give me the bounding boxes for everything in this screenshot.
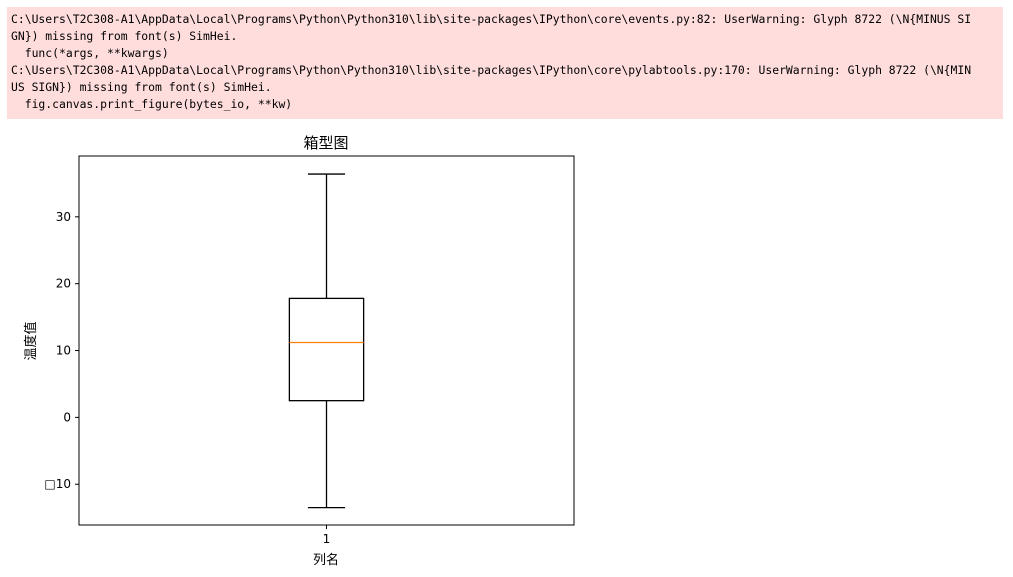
stderr-line: C:\Users\T2C308-A1\AppData\Local\Program… <box>11 12 972 26</box>
y-axis-label: 温度值 <box>23 321 39 360</box>
stderr-output: C:\Users\T2C308-A1\AppData\Local\Program… <box>7 7 1003 119</box>
x-axis-label: 列名 <box>313 552 339 568</box>
x-axis: 1 <box>323 525 331 546</box>
box-plot-chart: 箱型图 □10 0 10 20 30 1 温度值 列名 <box>23 134 575 568</box>
y-tick-label: 30 <box>56 210 71 224</box>
stderr-line: US SIGN}) missing from font(s) SimHei. <box>11 80 272 94</box>
x-tick-label: 1 <box>323 532 331 546</box>
y-tick-label: 0 <box>63 410 71 424</box>
chart-title: 箱型图 <box>303 134 348 152</box>
y-axis: □10 0 10 20 30 <box>44 210 79 491</box>
stderr-line: C:\Users\T2C308-A1\AppData\Local\Program… <box>11 63 972 77</box>
box-iqr <box>288 297 365 402</box>
stderr-line: fig.canvas.print_figure(bytes_io, **kw) <box>11 97 293 111</box>
stderr-line: GN}) missing from font(s) SimHei. <box>11 29 238 43</box>
y-tick-label: 10 <box>56 344 71 358</box>
y-tick-label: 20 <box>56 277 71 291</box>
chart-output: 箱型图 □10 0 10 20 30 1 温度值 列名 <box>0 120 620 573</box>
box-series <box>288 173 365 509</box>
y-tick-label: □10 <box>44 477 71 491</box>
stderr-line: func(*args, **kwargs) <box>11 46 169 60</box>
